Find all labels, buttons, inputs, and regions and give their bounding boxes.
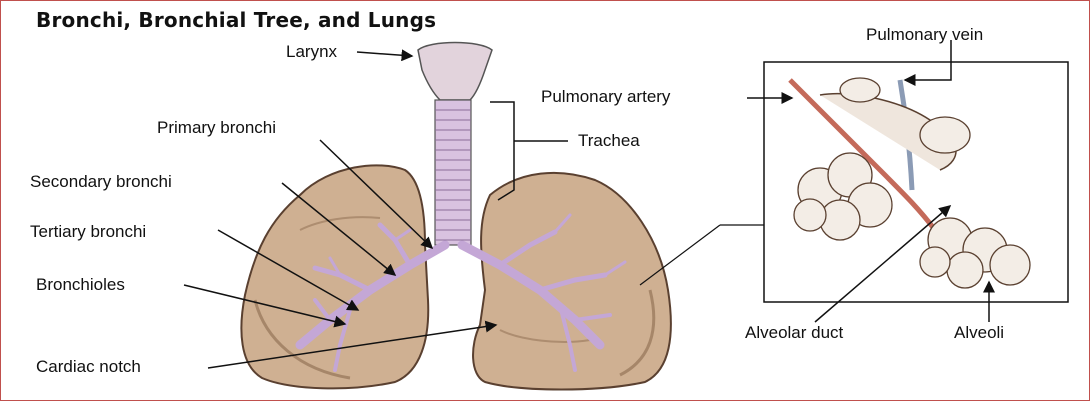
trachea (435, 100, 471, 245)
label-alveoli: Alveoli (954, 323, 1004, 343)
label-tertiary-bronchi: Tertiary bronchi (30, 222, 146, 242)
label-pulmonary-vein: Pulmonary vein (866, 25, 983, 45)
larynx-pointer (357, 52, 412, 56)
label-larynx: Larynx (286, 42, 337, 62)
label-bronchioles: Bronchioles (36, 275, 125, 295)
left-lung (241, 165, 428, 388)
label-alveolar-duct: Alveolar duct (745, 323, 843, 343)
label-trachea: Trachea (578, 131, 640, 151)
label-cardiac-notch: Cardiac notch (36, 357, 141, 377)
larynx (418, 43, 492, 101)
label-secondary-bronchi: Secondary bronchi (30, 172, 172, 192)
label-primary-bronchi: Primary bronchi (157, 118, 276, 138)
label-pulmonary-artery: Pulmonary artery (541, 87, 670, 107)
